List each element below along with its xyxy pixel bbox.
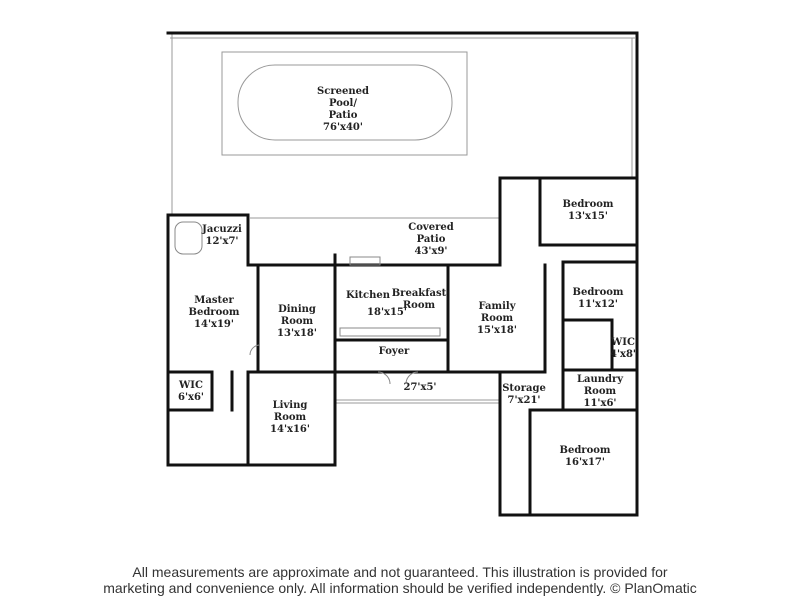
tub: [174, 221, 203, 255]
room-label-bedroom-bottom: Bedroom 16'x17': [560, 445, 611, 469]
room-name: Room: [583, 386, 617, 397]
room-name: WIC: [611, 337, 635, 348]
room-name: Room: [480, 313, 514, 324]
room-label-breakfast-room: Breakfast Room: [392, 288, 447, 312]
room-name: Covered: [408, 222, 454, 233]
room-size: 11'x12': [578, 299, 618, 310]
room-size: 27'x5': [403, 382, 437, 393]
room-name: Living: [272, 400, 308, 411]
room-size: 13'x18': [277, 328, 317, 339]
room-name: Jacuzzi: [202, 224, 242, 235]
room-size-kitchen-breakfast: 18'x15': [367, 307, 407, 319]
disclaimer-line-1: All measurements are approximate and not…: [132, 564, 668, 580]
room-name: Family: [478, 301, 516, 312]
room-size: 11'x6': [583, 398, 617, 409]
room-size: 13'x15': [568, 211, 608, 222]
pool-deck: [221, 51, 468, 156]
room-name: Patio: [416, 234, 446, 245]
cooktop: [349, 256, 381, 266]
room-label-kitchen: Kitchen: [346, 290, 390, 302]
room-label-dining-room: Dining Room 13'x18': [277, 304, 317, 340]
room-size: 15'x18': [477, 325, 517, 336]
room-name: Room: [402, 300, 436, 311]
room-name: Bedroom: [572, 287, 624, 298]
room-label-master-bedroom: Master Bedroom 14'x19': [189, 295, 240, 331]
room-label-pool: Screened Pool/ Patio 76'x40': [317, 86, 369, 134]
pool: [237, 64, 453, 141]
room-size: 7'x21': [507, 395, 541, 406]
room-size: 18'x15': [367, 307, 407, 318]
room-name: Kitchen: [345, 290, 391, 301]
room-name: WIC: [179, 380, 203, 391]
room-name: Breakfast: [391, 288, 447, 299]
room-name: Master: [194, 295, 234, 306]
room-size: 14'x16': [270, 424, 310, 435]
room-label-family-room: Family Room 15'x18': [477, 301, 517, 337]
room-size: 14'x19': [194, 319, 234, 330]
room-label-laundry-room: Laundry Room 11'x6': [577, 374, 623, 410]
room-size: 43'x9': [414, 246, 448, 257]
room-label-living-room: Living Room 14'x16': [270, 400, 310, 436]
disclaimer: All measurements are approximate and not…: [0, 564, 800, 596]
room-name: Storage: [502, 383, 546, 394]
room-name: Dining: [278, 304, 316, 315]
room-size: 6'x6': [177, 392, 205, 403]
room-name: Room: [280, 316, 314, 327]
island: [339, 327, 441, 337]
room-label-bedroom-mid: Bedroom 11'x12': [573, 287, 624, 311]
room-size: 12'x7': [205, 236, 239, 247]
room-label-wic-right: WIC 4'x8': [610, 337, 636, 361]
room-label-bedroom-top: Bedroom 13'x15': [563, 199, 614, 223]
room-name: Bedroom: [188, 307, 240, 318]
disclaimer-line-2: marketing and convenience only. All info…: [103, 580, 697, 596]
room-name: Room: [273, 412, 307, 423]
room-name: Bedroom: [562, 199, 614, 210]
room-label-covered-patio: Covered Patio 43'x9': [408, 222, 453, 258]
room-name: Laundry: [576, 374, 624, 385]
room-size: 16'x17': [565, 457, 605, 468]
room-name: Patio: [328, 110, 358, 121]
room-name: Screened: [317, 86, 369, 97]
room-name: Bedroom: [559, 445, 611, 456]
room-size: 76'x40': [323, 122, 363, 133]
room-label-foyer: Foyer: [379, 346, 410, 358]
room-label-entry: 27'x5': [404, 382, 437, 394]
room-label-jacuzzi: Jacuzzi 12'x7': [202, 224, 242, 248]
room-label-storage: Storage 7'x21': [502, 383, 546, 407]
room-label-wic-master: WIC 6'x6': [178, 380, 204, 404]
room-size: 4'x8': [609, 349, 637, 360]
room-name: Pool/: [328, 98, 358, 109]
room-name: Foyer: [378, 346, 410, 357]
